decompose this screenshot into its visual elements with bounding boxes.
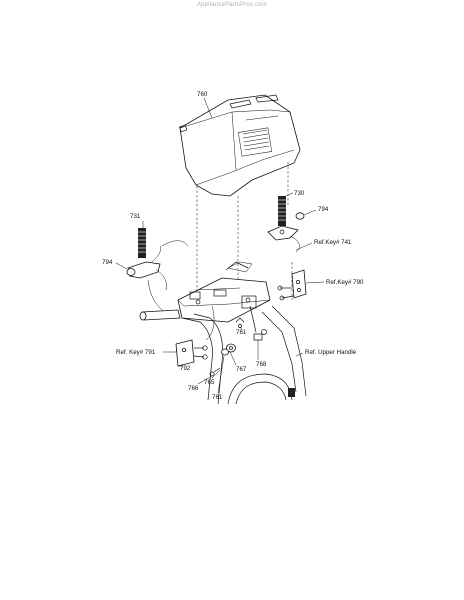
part-794-left [126, 245, 167, 291]
part-790-bracket [277, 269, 307, 301]
part-760-cover [179, 94, 301, 197]
label-794-right: 794 [318, 206, 329, 213]
label-765: 765 [204, 379, 215, 386]
label-767: 767 [236, 366, 247, 373]
label-761-top: 761 [236, 329, 247, 336]
leader-lines [115, 97, 325, 394]
label-ref-791: Ref. Key# 791 [116, 349, 156, 356]
label-792: 792 [180, 365, 191, 372]
watermark: AppliancePartsPros.com [196, 2, 268, 8]
label-760: 760 [197, 91, 208, 98]
label-ref-790: Ref.Key# 790 [326, 279, 364, 286]
label-ref-741: Ref.Key# 741 [314, 239, 352, 246]
part-730-grip [278, 196, 286, 226]
upper-handle [139, 261, 307, 405]
hardware-cluster [209, 317, 267, 377]
label-766: 766 [188, 385, 199, 392]
label-761-bottom: 761 [212, 394, 223, 401]
part-791-bracket [175, 339, 208, 367]
label-ref-upper-handle: Ref. Upper Handle [305, 349, 357, 356]
control-bracket-assembly [177, 261, 271, 341]
part-731-grip [138, 228, 146, 258]
part-794-right [267, 212, 305, 253]
label-768: 768 [256, 361, 267, 368]
label-731: 731 [130, 213, 141, 220]
label-730: 730 [294, 190, 305, 197]
label-794-left: 794 [102, 259, 113, 266]
